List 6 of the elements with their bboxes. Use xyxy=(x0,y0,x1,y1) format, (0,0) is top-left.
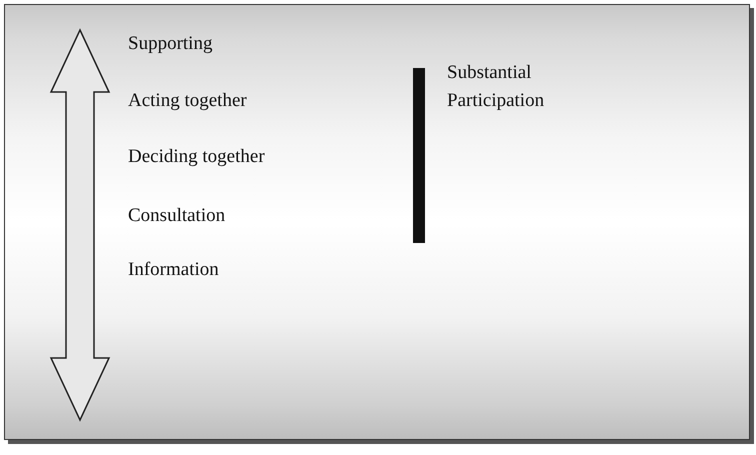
scale-label: Acting together xyxy=(128,89,247,113)
scale-label: Deciding together xyxy=(128,145,265,169)
scale-label: Supporting xyxy=(128,32,212,56)
scale-label: Substantial Participation xyxy=(447,61,546,113)
scale-label: Consultation xyxy=(128,204,226,228)
scale-label: Information xyxy=(128,258,219,282)
